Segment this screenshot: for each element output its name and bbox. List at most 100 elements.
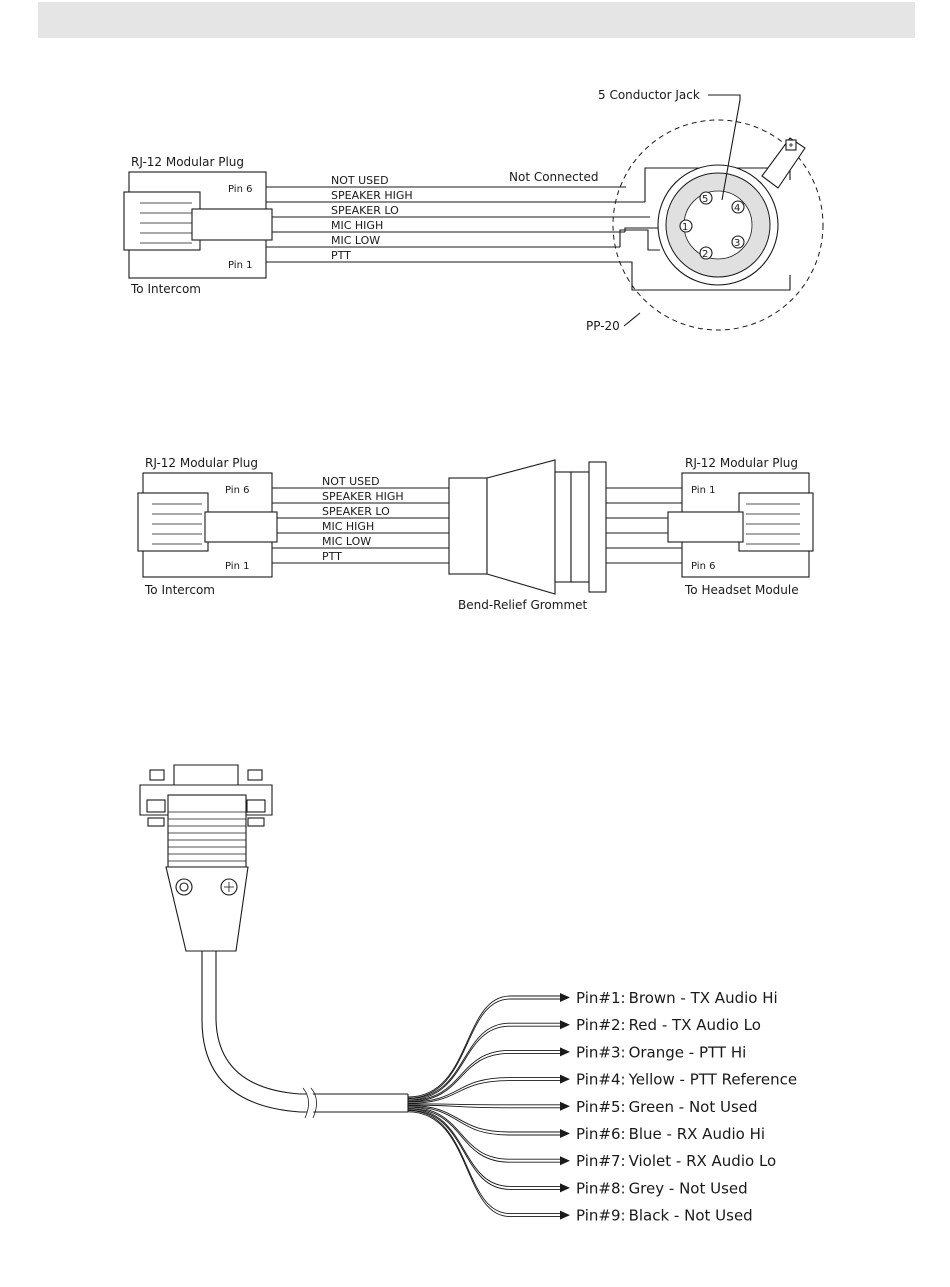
d2-left-plug-label: RJ-12 Modular Plug [145, 456, 258, 470]
d2-right-pin-bottom: Pin 6 [691, 561, 715, 572]
d1-jack-pin-5 [699, 191, 713, 205]
d3-pin-function: - RX Audio Lo [671, 1152, 776, 1170]
d2-left-pin-bottom: Pin 1 [225, 561, 249, 572]
d3-wire-5-b [407, 1104, 560, 1109]
d3-pin-label-1: Pin#1:Brown - TX Audio Hi [576, 989, 778, 1007]
d2-wire-4: MIC HIGH [322, 520, 374, 533]
d2-wire-3: SPEAKER LO [322, 505, 390, 518]
d3-pin-label-6: Pin#6:Blue - RX Audio Hi [576, 1125, 765, 1143]
d1-wire-6: PTT [331, 249, 351, 262]
d3-pin-color: Green [629, 1098, 674, 1116]
d3-wire-7-b [407, 1107, 560, 1163]
svg-text:5: 5 [702, 194, 708, 205]
d3-pin-color: Orange [629, 1043, 684, 1061]
d3-wire-2-b [407, 1025, 560, 1101]
d1-to-label: To Intercom [130, 282, 201, 296]
d1-jack-outline [612, 119, 824, 331]
d3-wire-1-a [407, 995, 560, 1098]
d3-pin-number: Pin#4: [576, 1071, 626, 1089]
d3-wire-tip-1 [560, 993, 570, 1002]
d3-wire-3-a [407, 1049, 560, 1101]
d3-wire-6-b [407, 1106, 560, 1136]
d3-pin-function: - PTT Hi [684, 1043, 746, 1061]
d3-pin-color: Yellow [628, 1071, 675, 1089]
d1-wire-1: NOT USED [331, 174, 389, 187]
d3-wire-tip-6 [560, 1129, 570, 1138]
d3-pin-number: Pin#8: [576, 1179, 626, 1197]
d3-pin-label-5: Pin#5:Green - Not Used [576, 1098, 758, 1116]
d3-pin-number: Pin#2: [576, 1016, 626, 1034]
d3-pin-number: Pin#6: [576, 1125, 626, 1143]
d3-pin-label-3: Pin#3:Orange - PTT Hi [576, 1043, 746, 1061]
d3-wire-tip-7 [560, 1156, 570, 1166]
d3-wire-9-a [407, 1110, 560, 1215]
d3-pin-number: Pin#1: [576, 989, 626, 1007]
d1-wire-4: MIC HIGH [331, 219, 383, 232]
d3-wire-tip-5 [560, 1101, 570, 1111]
d3-wire-3-b [407, 1052, 560, 1103]
d3-wire-9-b [407, 1111, 560, 1218]
d1-wire-2: SPEAKER HIGH [331, 189, 413, 202]
d3-pin-number: Pin#5: [576, 1098, 626, 1116]
d3-pin-number: Pin#7: [576, 1152, 626, 1170]
d2-right-to-label: To Headset Module [684, 583, 799, 597]
svg-text:2: 2 [702, 249, 708, 260]
d2-right-pin-top: Pin 1 [691, 485, 715, 496]
diagram-rj12-to-pp20: RJ-12 Modular Plug Pin 6 Pin 1 To Interc… [123, 88, 824, 333]
d3-pin-color: Brown [629, 989, 676, 1007]
d3-pin-label-2: Pin#2:Red - TX Audio Lo [576, 1016, 761, 1034]
d1-plug-latch [191, 208, 273, 241]
d3-wire-8-a [407, 1108, 560, 1187]
d3-pin-number: Pin#9: [576, 1207, 626, 1225]
header-bar [38, 2, 915, 38]
d2-wire-1: NOT USED [322, 475, 380, 488]
d3-pin-color: Blue [629, 1125, 662, 1143]
d3-pin-label-8: Pin#8:Grey - Not Used [576, 1179, 748, 1197]
d3-pin-function: - Not Used [669, 1207, 753, 1225]
d3-db9-body [167, 794, 247, 868]
diagram-db9-pigtail: Pin#1:Brown - TX Audio Hi Pin#2:Red - TX … [139, 764, 797, 1225]
d2-left-pin-top: Pin 6 [225, 485, 249, 496]
d3-pin-label-4: Pin#4:Yellow - PTT Reference [576, 1071, 797, 1089]
svg-text:3: 3 [734, 238, 740, 249]
d3-wire-tip-4 [560, 1074, 570, 1084]
d3-pin-function: - Not Used [674, 1098, 758, 1116]
d2-grommet-collar [448, 477, 488, 575]
d2-left-plug-latch [204, 511, 278, 543]
d1-jack-label: 5 Conductor Jack [598, 88, 700, 102]
d2-grommet-flange [588, 461, 607, 593]
d2-right-plug-label: RJ-12 Modular Plug [685, 456, 798, 470]
d1-pin-top: Pin 6 [228, 184, 252, 195]
d3-wire-4-b [407, 1080, 560, 1104]
d3-wire-tip-3 [560, 1047, 570, 1057]
d3-pin-color: Violet [629, 1152, 672, 1170]
d3-cable [201, 951, 408, 1113]
d3-pin-labels: Pin#1:Brown - TX Audio Hi Pin#2:Red - TX … [576, 989, 797, 1225]
d3-wire-5-a [407, 1103, 560, 1106]
d3-pin-function: - TX Audio Hi [676, 989, 778, 1007]
d1-jack-tab [761, 137, 806, 189]
d3-pin-label-7: Pin#7:Violet - RX Audio Lo [576, 1152, 776, 1170]
d2-wire-2: SPEAKER HIGH [322, 490, 404, 503]
d3-wire-2-a [407, 1022, 560, 1100]
d3-pin-color: Grey [629, 1179, 665, 1197]
d3-pin-function: - RX Audio Hi [662, 1125, 765, 1143]
d1-wire-5: MIC LOW [331, 234, 380, 247]
d3-wire-tip-9 [560, 1210, 570, 1220]
d3-pin-label-9: Pin#9:Black - Not Used [576, 1207, 753, 1225]
d2-wire-6: PTT [322, 550, 342, 563]
d3-wire-1-b [407, 998, 560, 1099]
d3-wire-4-a [407, 1077, 560, 1103]
d2-right-plug-latch [667, 511, 744, 543]
d3-wire-7-a [407, 1106, 560, 1160]
d1-wire-3: SPEAKER LO [331, 204, 399, 217]
d2-left-plug-contacts [137, 492, 209, 552]
d1-pin-bottom: Pin 1 [228, 260, 252, 271]
d3-pin-function: - TX Audio Lo [657, 1016, 761, 1034]
d3-db9-hood [165, 866, 249, 952]
d2-wire-5: MIC LOW [322, 535, 371, 548]
d3-pin-color: Black [629, 1207, 670, 1225]
d1-plug-contacts [123, 191, 201, 251]
d2-grommet-body [486, 459, 556, 595]
